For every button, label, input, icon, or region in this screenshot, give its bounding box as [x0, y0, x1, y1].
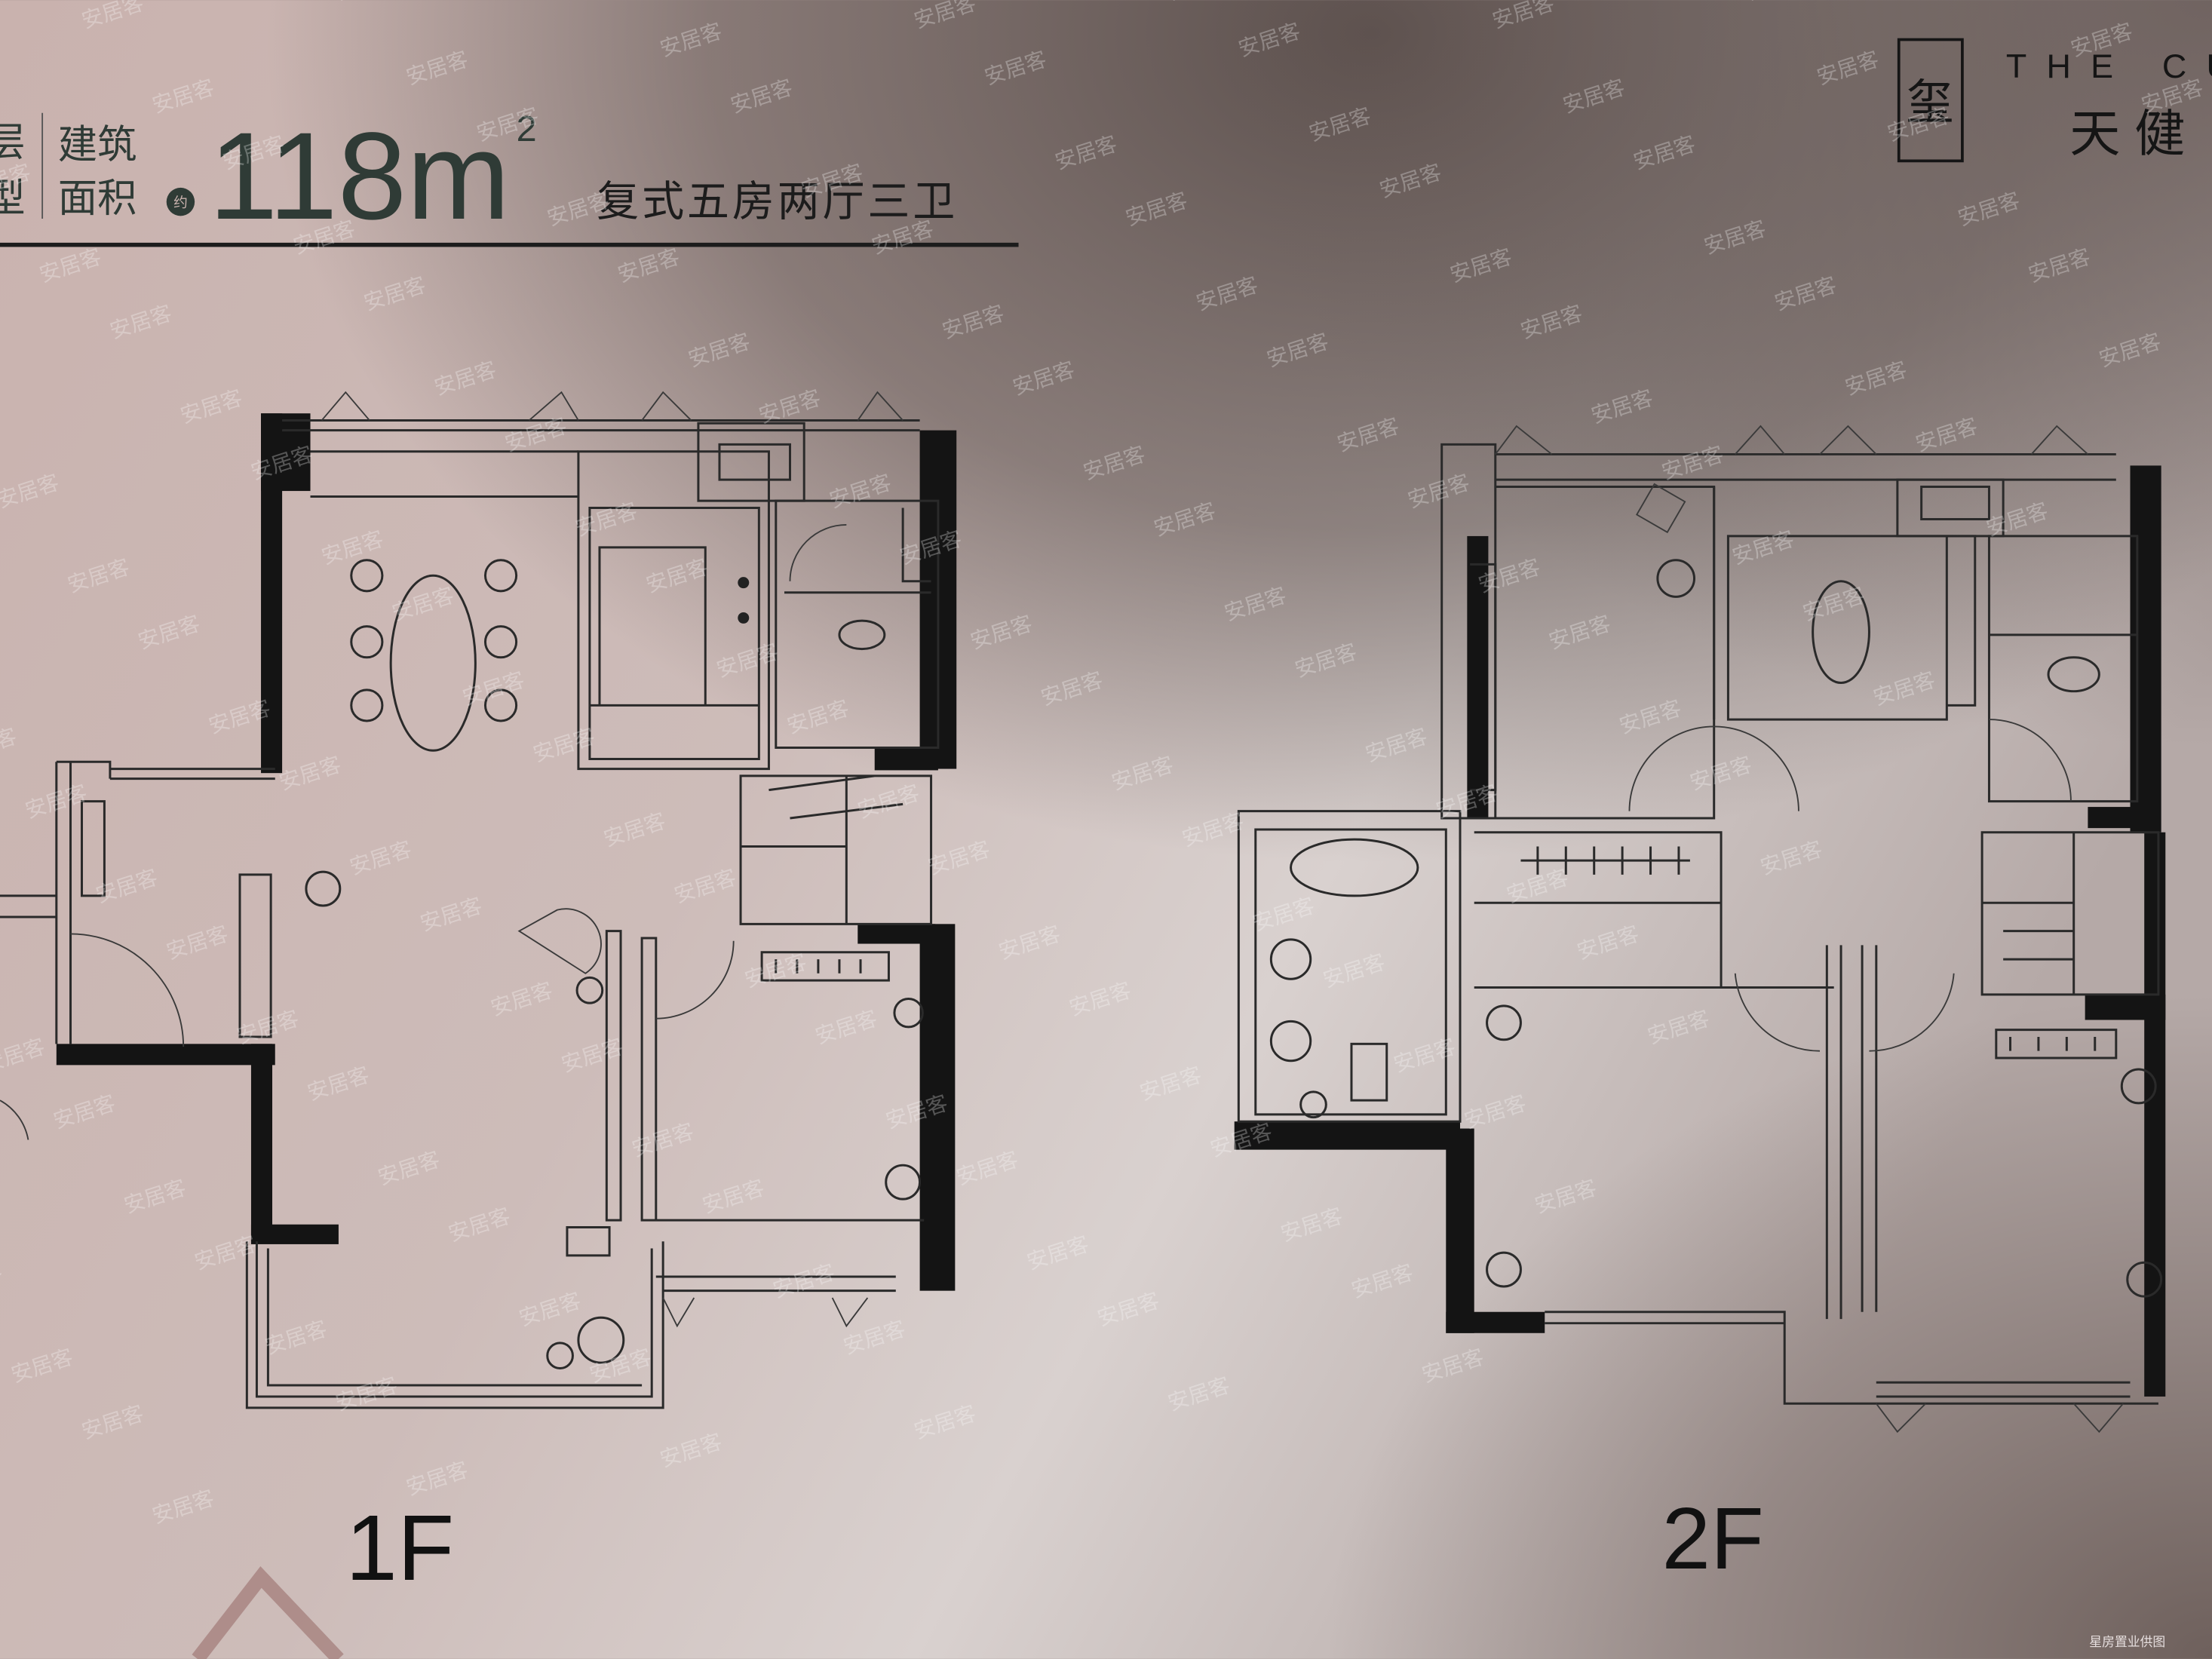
header-underline	[0, 242, 1019, 247]
area-label-top: 建筑	[58, 122, 137, 168]
logo-glyph: 玺	[1906, 74, 1954, 130]
brand-chinese-name: 天健	[2069, 104, 2199, 163]
watermark-text: 安居客	[0, 1259, 5, 1302]
floor-plan-1f	[0, 391, 957, 1409]
area-label-bottom: 面积	[58, 176, 137, 222]
layout-description: 复式五房两厅三卫	[597, 177, 958, 226]
approx-badge-text: 约	[173, 195, 188, 211]
area-unit-superscript: 2	[517, 109, 537, 149]
floor-plan-2f	[1234, 425, 2166, 1434]
brand-english-name: THE CU	[2006, 47, 2212, 85]
watermark-text: 安居客	[2209, 159, 2212, 202]
plan-label-1f: 1F	[345, 1496, 454, 1600]
header: 层 型 建筑 面积 约 118m 2 复式五房两厅三卫	[0, 106, 1019, 247]
decorative-chevron	[192, 1566, 344, 1659]
type-label-top: 层	[0, 119, 26, 165]
brand-logo: 玺 THE CU 天健	[1897, 38, 2212, 163]
approx-badge	[166, 187, 195, 216]
area-value: 118m	[209, 106, 511, 245]
type-label-bottom: 型	[0, 176, 26, 222]
image-credit: 星房置业供图	[2089, 1634, 2165, 1649]
plan-label-2f: 2F	[1661, 1489, 1763, 1587]
